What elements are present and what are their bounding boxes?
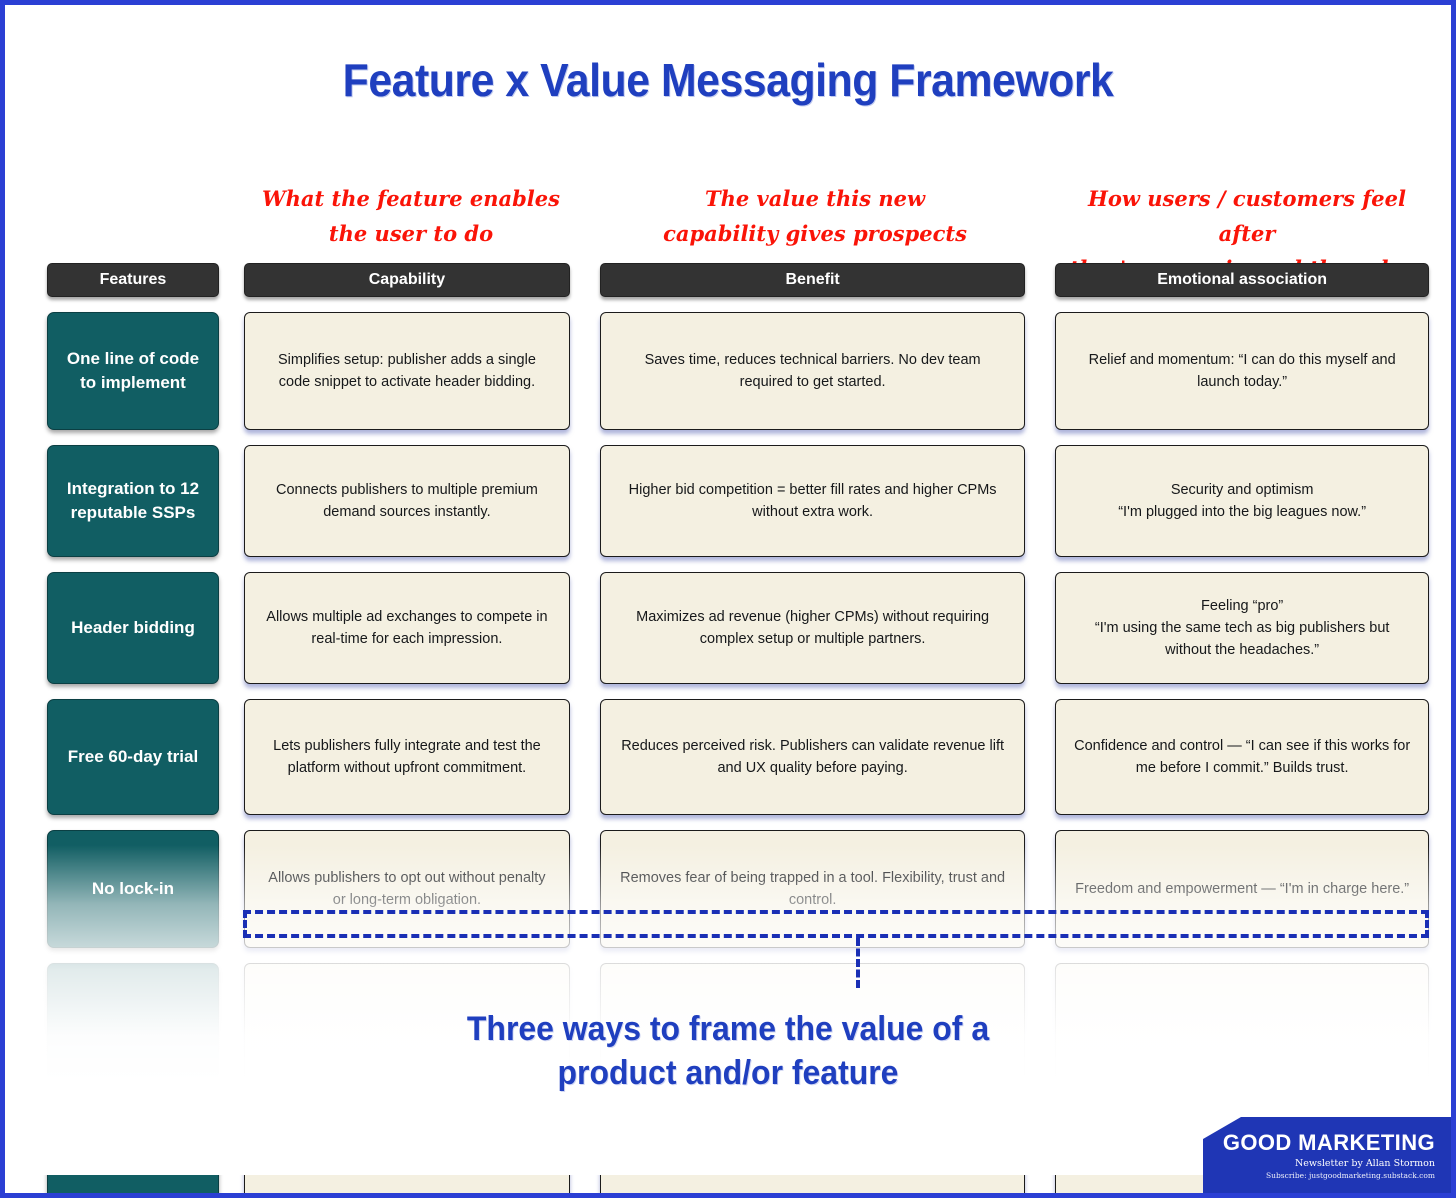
table-row: Free 60-day trial Lets publishers fully … [47,699,1429,815]
annotation-capability-line1: What the feature enables [262,186,560,211]
column-header-benefit: Benefit [599,263,1026,297]
table-row: Integration to 12 reputable SSPs Connect… [47,445,1429,557]
annotation-capability: What the feature enables the user to do [246,181,576,251]
benefit-cell: Maximizes ad revenue (higher CPMs) witho… [599,572,1026,684]
feature-cell: One line of code to implement [47,312,219,430]
brand-name: GOOD MARKETING [1222,1130,1435,1155]
capability-cell [243,1096,570,1193]
annotation-benefit-line2: capability gives prospects [663,221,967,246]
feature-cell: Header bidding [47,572,219,684]
capability-cell: Connects publishers to multiple premium … [243,445,570,557]
emotional-cell: Feeling “pro”“I'm using the same tech as… [1055,572,1429,684]
benefit-cell: Higher bid competition = better fill rat… [599,445,1026,557]
column-header-features: Features [47,263,219,297]
capability-cell: Lets publishers fully integrate and test… [243,699,570,815]
emotional-cell: Security and optimism“I'm plugged into t… [1055,445,1429,557]
annotation-benefit-line1: The value this new [704,186,926,211]
table-header-row: Features Capability Benefit Emotional as… [47,263,1429,297]
annotation-capability-line2: the user to do [328,221,494,246]
bottom-callout: Three ways to frame the value of a produ… [48,1007,1407,1095]
page-title: Feature x Value Messaging Framework [342,54,1114,106]
feature-cell: Free 60-day trial [47,699,219,815]
capability-cell: Allows multiple ad exchanges to compete … [243,572,570,684]
column-header-capability: Capability [243,263,570,297]
benefit-cell: Saves time, reduces technical barriers. … [599,312,1026,430]
benefit-cell [599,1096,1026,1193]
dashed-callout-box [243,910,1429,938]
feature-cell [47,1096,219,1193]
table-row: One line of code to implement Simplifies… [47,312,1429,430]
feature-cell: No lock-in [47,830,219,948]
bottom-callout-line2: product and/or feature [557,1054,899,1092]
table-row: Header bidding Allows multiple ad exchan… [47,572,1429,684]
feature-cell: Integration to 12 reputable SSPs [47,445,219,557]
emotional-cell: Relief and momentum: “I can do this myse… [1055,312,1429,430]
bottom-callout-line1: Three ways to frame the value of a [466,1010,990,1048]
emotional-cell: Confidence and control — “I can see if t… [1055,699,1429,815]
dashed-leader-line [856,938,860,988]
brand-badge: GOOD MARKETING Newsletter by Allan Storm… [1203,1117,1451,1193]
capability-cell: Simplifies setup: publisher adds a singl… [243,312,570,430]
brand-subscribe: Subscribe: justgoodmarketing.substack.co… [1266,1171,1435,1180]
benefit-cell: Reduces perceived risk. Publishers can v… [599,699,1026,815]
column-header-emotional: Emotional association [1055,263,1429,297]
annotation-benefit: The value this new capability gives pros… [635,181,995,251]
annotation-emotional-line1: How users / customers feel after [1088,186,1406,246]
brand-byline: Newsletter by Allan Stormon [1294,1158,1435,1169]
